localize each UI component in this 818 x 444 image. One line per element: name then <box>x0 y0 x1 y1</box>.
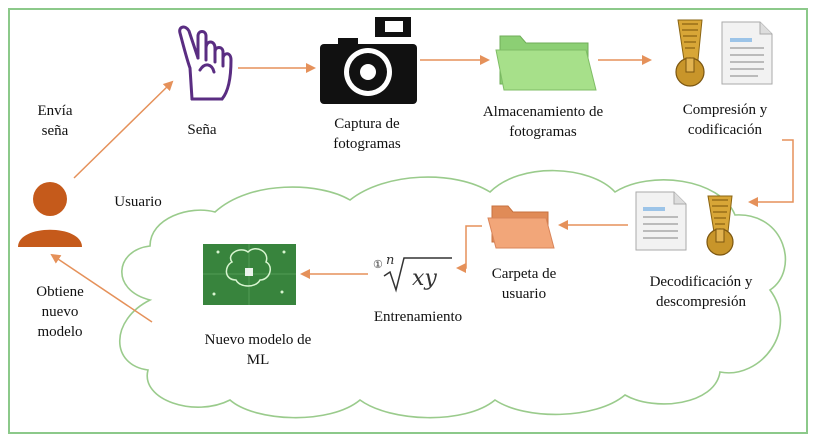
arrow-compress-to-decompress <box>748 139 794 207</box>
formula-index-circle: ① <box>373 258 383 271</box>
user-icon <box>18 182 82 247</box>
formula-radicand: xy <box>412 266 437 291</box>
arrow-user-to-sena <box>73 80 174 179</box>
label-usuario: Usuario <box>114 194 162 210</box>
label-obtiene-nuevo-modelo: Obtiene nuevo modelo <box>36 284 84 340</box>
label-carpeta: Carpeta de usuario <box>491 266 557 302</box>
folder-icon <box>487 205 555 249</box>
label-compresion: Compresión y codificación <box>682 102 768 138</box>
hand-sign-icon <box>178 25 233 101</box>
diagram-frame <box>8 8 808 434</box>
label-captura: Captura de fotogramas <box>333 116 401 152</box>
nth-root-icon: ① n xy <box>373 253 452 293</box>
label-sena: Seña <box>187 122 217 138</box>
zip-file-icon <box>635 191 734 256</box>
formula-index: n <box>386 253 394 268</box>
label-nuevo-modelo-ml: Nuevo modelo de ML <box>204 332 312 368</box>
cloud-shape <box>118 169 787 419</box>
arrow-carpeta-to-formula <box>456 225 482 273</box>
camera-icon <box>320 17 417 104</box>
arrow-cloud-to-user <box>50 253 153 323</box>
brain-image-icon <box>203 244 296 305</box>
label-decodificacion: Decodificación y descompresión <box>649 274 753 310</box>
zip-file-icon <box>675 19 773 87</box>
folder-icon <box>495 35 597 91</box>
label-envia-sena: Envía seña <box>37 103 73 139</box>
label-entrenamiento: Entrenamiento <box>373 309 463 325</box>
label-almacenamiento: Almacenamiento de fotogramas <box>482 104 604 140</box>
